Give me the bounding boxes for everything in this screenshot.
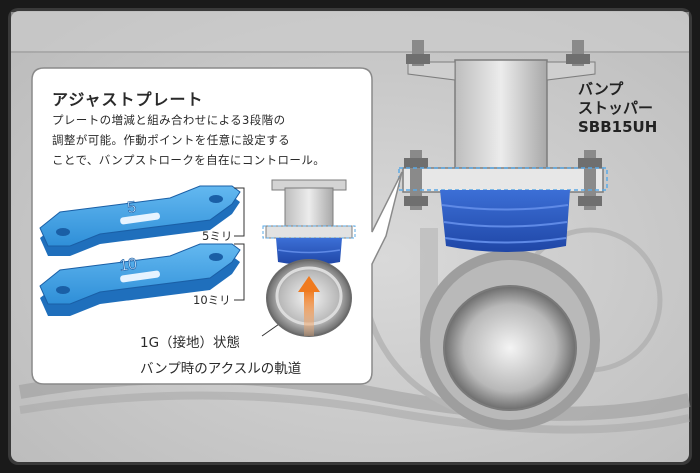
product-label-line-1: バンプ [578,80,624,98]
adjust-plate-5mm: 5 [39,185,241,256]
axle-tube [420,250,600,430]
bump-stopper-bracket [398,40,608,210]
callout-title: アジャストプレート [52,90,204,109]
plate-label-5mm: 5ミリ [202,229,233,243]
product-label: バンプ ストッパー SBB15UH [578,80,657,137]
plate-marking-5: 5 [126,199,137,217]
bump-rubber [440,190,570,252]
callout-description-line-2: 調整が可能。作動ポイントを任意に設定する [52,133,290,147]
plate-marking-10: 10 [118,256,138,275]
callout-description-line-3: ことで、バンプストロークを自在にコントロール。 [52,153,326,167]
adjust-plate-10mm: 10 [39,243,241,316]
mini-bump-stop [262,179,356,337]
plate-label-10mm: 10ミリ [193,293,231,307]
state-label: 1G（接地）状態 [140,335,241,351]
trajectory-label: バンプ時のアクスルの軌道 [140,361,302,377]
callout-description-line-1: プレートの増減と組み合わせによる3段階の [52,113,286,127]
product-label-line-2: ストッパー [578,99,654,117]
product-label-line-3: SBB15UH [578,118,658,136]
